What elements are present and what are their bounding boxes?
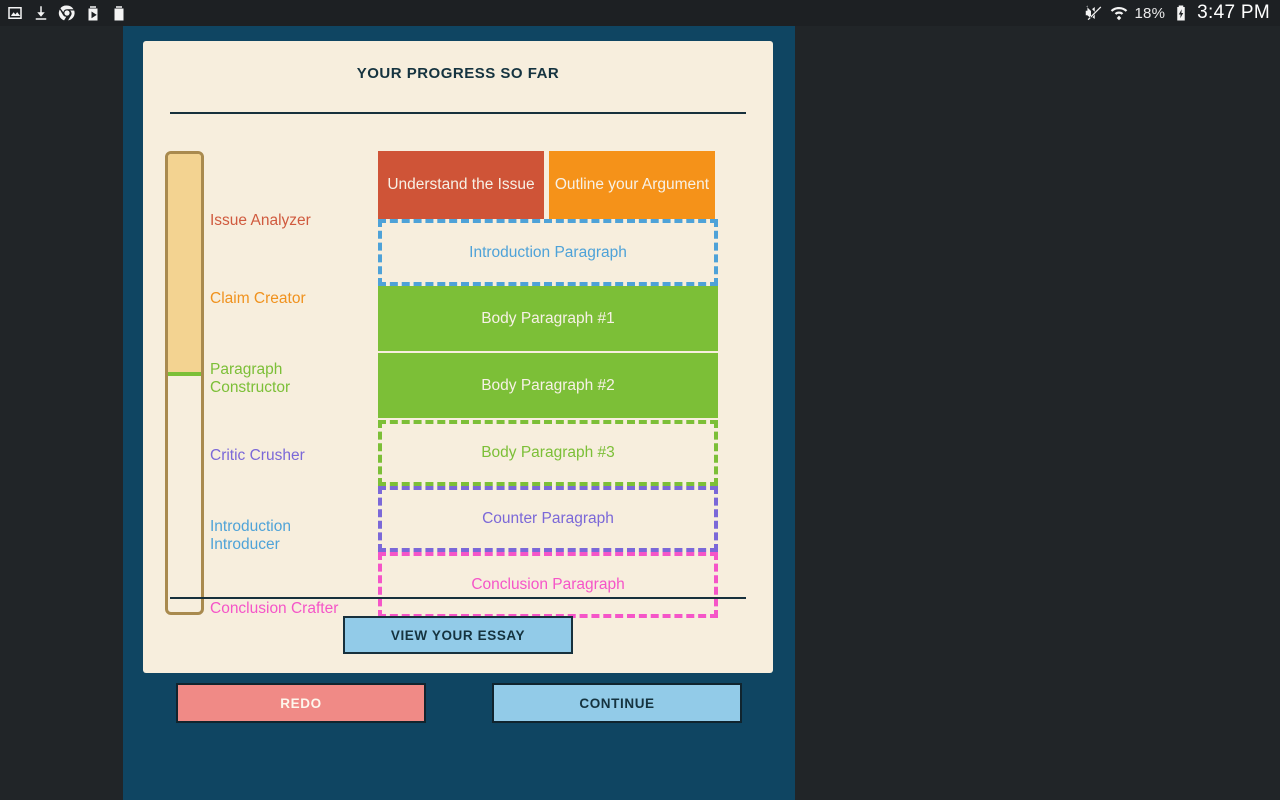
block-counter-paragraph[interactable]: Counter Paragraph bbox=[378, 486, 718, 552]
block-body-paragraph-2[interactable]: Body Paragraph #2 bbox=[378, 353, 718, 418]
continue-button[interactable]: CONTINUE bbox=[492, 683, 742, 723]
divider-bottom bbox=[170, 597, 746, 599]
block-outline-your-argument[interactable]: Outline your Argument bbox=[549, 151, 715, 219]
battery-percent-label: 18% bbox=[1134, 4, 1166, 22]
status-bar: 18% 3:47 PM bbox=[0, 0, 1280, 26]
stage-label-2: Paragraph Constructor bbox=[210, 361, 291, 396]
download-icon bbox=[32, 4, 50, 22]
progress-meter bbox=[165, 151, 204, 615]
block-understand-the-issue[interactable]: Understand the Issue bbox=[378, 151, 544, 219]
chrome-icon bbox=[58, 4, 76, 22]
progress-meter-fill bbox=[168, 154, 201, 377]
status-bar-left-icons bbox=[6, 4, 128, 22]
redo-button[interactable]: REDO bbox=[176, 683, 426, 723]
block-conclusion-paragraph[interactable]: Conclusion Paragraph bbox=[378, 552, 718, 618]
block-introduction-paragraph[interactable]: Introduction Paragraph bbox=[378, 219, 718, 286]
mute-icon bbox=[1085, 4, 1103, 22]
stage-label-1: Claim Creator bbox=[210, 290, 306, 307]
stage-label-3: Critic Crusher bbox=[210, 447, 305, 464]
image-icon bbox=[6, 4, 24, 22]
divider-top bbox=[170, 112, 746, 114]
view-essay-button[interactable]: VIEW YOUR ESSAY bbox=[343, 616, 573, 654]
play-store-icon bbox=[84, 4, 102, 22]
stage-label-5: Conclusion Crafter bbox=[210, 600, 339, 617]
app-installed-icon bbox=[110, 4, 128, 22]
status-bar-right: 18% 3:47 PM bbox=[1085, 2, 1272, 24]
page-title: YOUR PROGRESS SO FAR bbox=[356, 65, 560, 82]
wifi-icon bbox=[1110, 4, 1128, 22]
stage-label-0: Issue Analyzer bbox=[210, 212, 311, 229]
footer-buttons: REDO CONTINUE bbox=[123, 683, 795, 733]
block-body-paragraph-3[interactable]: Body Paragraph #3 bbox=[378, 420, 718, 486]
battery-charging-icon bbox=[1172, 4, 1190, 22]
block-body-paragraph-1[interactable]: Body Paragraph #1 bbox=[378, 286, 718, 351]
stage-label-4: Introduction Introducer bbox=[210, 518, 291, 553]
clock-label: 3:47 PM bbox=[1197, 2, 1270, 23]
